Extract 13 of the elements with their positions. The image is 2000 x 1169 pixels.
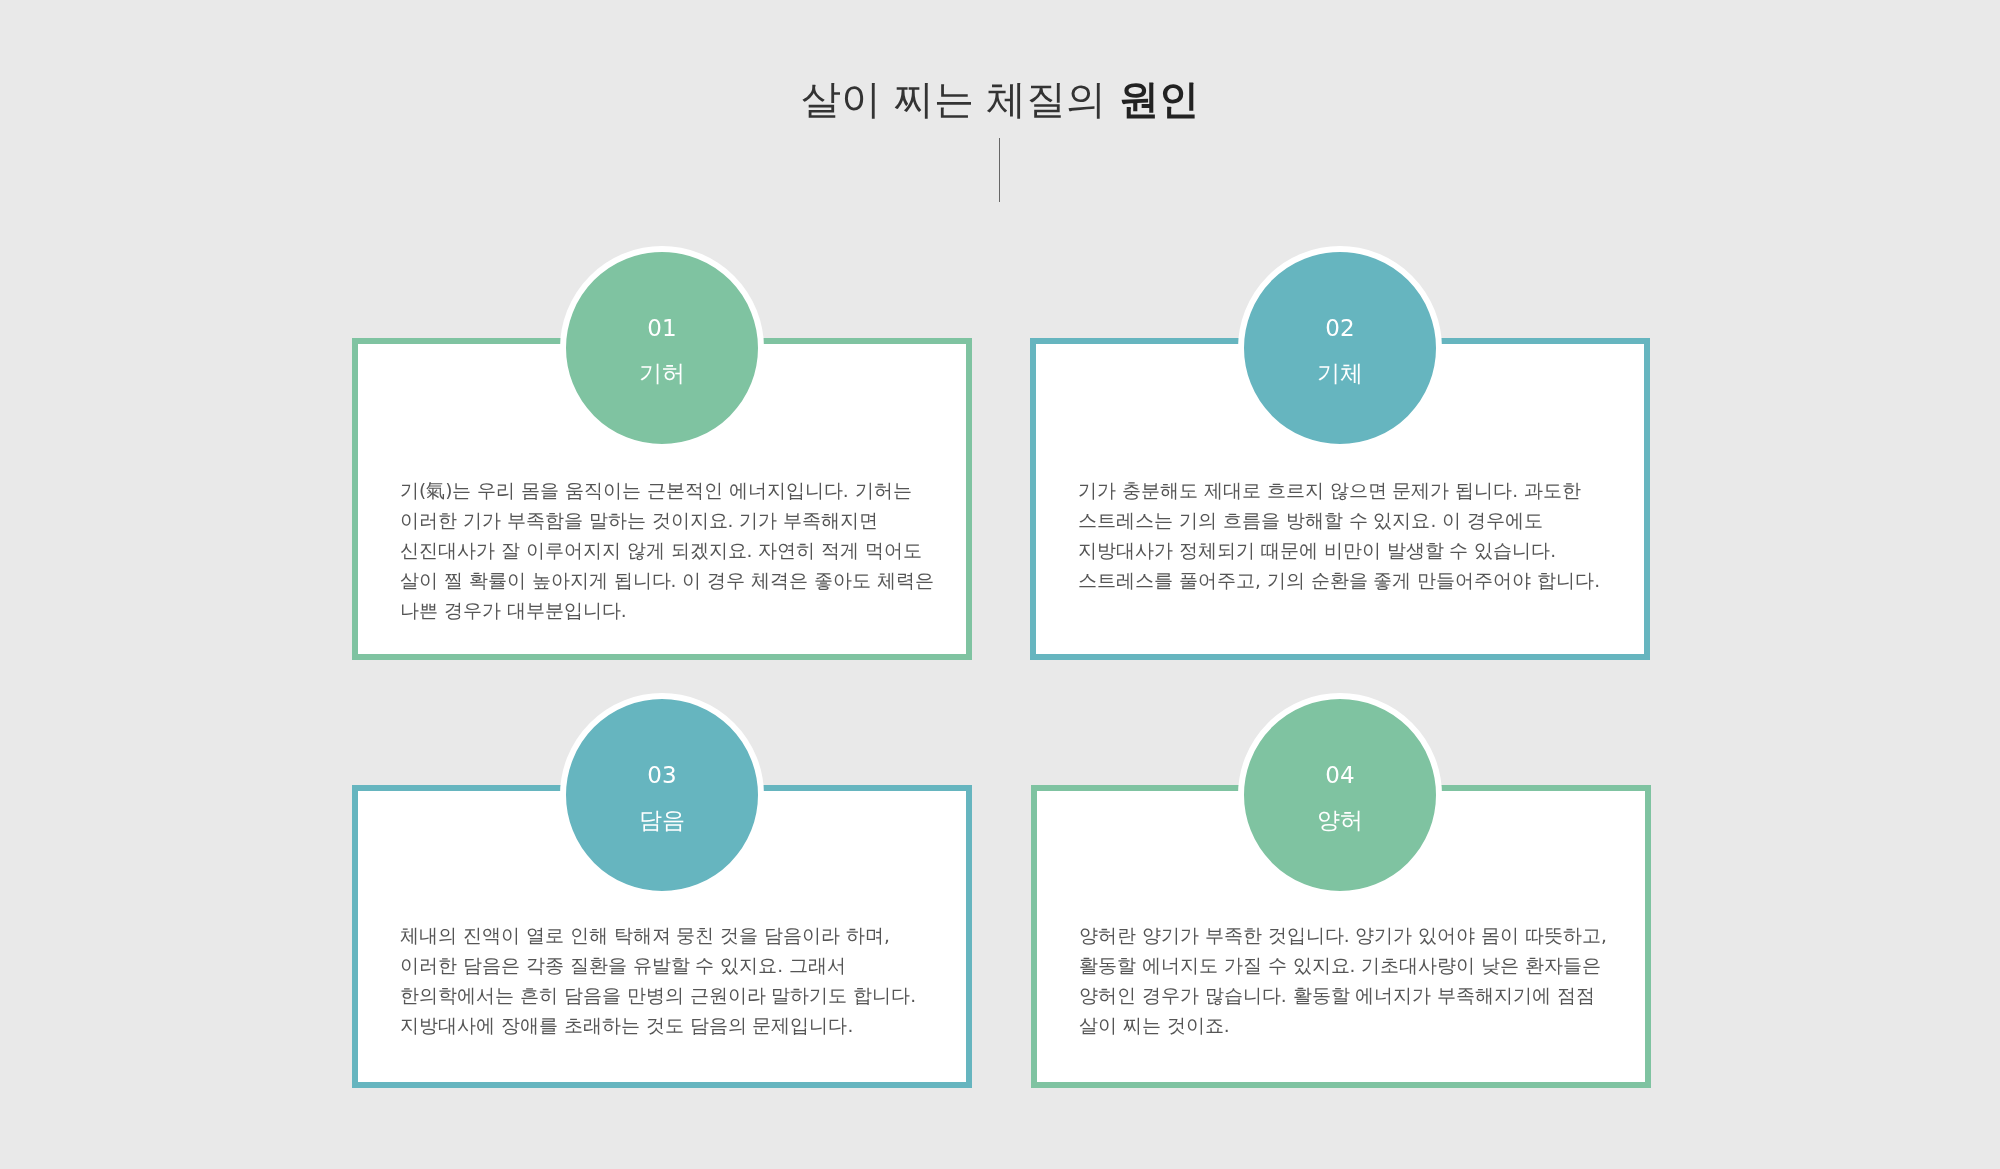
cause-name: 기체 — [1316, 359, 1364, 388]
title: 살이 찌는 체질의 원인 — [799, 75, 1201, 124]
cause-name: 기허 — [638, 359, 686, 388]
cause-name: 양허 — [1316, 806, 1364, 835]
step-number: 02 — [1324, 315, 1356, 341]
step-number: 04 — [1324, 762, 1356, 788]
step-number: 03 — [646, 762, 678, 788]
description-text: 기가 충분해도 제대로 흐르지 않으면 문제가 됩니다. 과도한 스트레스는 기의 흐름을 방해할 수 있지요. 이 경우에도 지방대사가 정체되기 때문에 비만이 발생할 수 있습니다. 스트레스를 풀어주고, 기의 순환을 좋게 만들어주어야 합니다. — [1078, 479, 1602, 593]
description-text: 체내의 진액이 열로 인해 탁해져 뭉친 것을 담음이라 하며, 이러한 담음은 각종 질환을 유발할 수 있지요. 그래서 한의학에서는 흔히 담음을 만병의 근원이라 말하기도 합니다. 지방대사에 장애를 초래하는 것도 담음의 문제입니다. — [400, 924, 918, 1038]
description-text: 양허란 양기가 부족한 것입니다. 양기가 있어야 몸이 따뜻하고, 활동할 에너지도 가질 수 있지요. 기초대사량이 낮은 환자들은 양허인 경우가 많습니다. 활동할 에너지가 부족해지기에 점점 살이 찌는 것이죠. — [1079, 924, 1608, 1038]
cause-name: 담음 — [638, 806, 686, 835]
description-text: 기(氣)는 우리 몸을 움직이는 근본적인 에너지입니다. 기허는 이러한 기가 부족함을 말하는 것이지요. 기가 부족해지면 신진대사가 잘 이루어지지 않게 되겠지요. 자연히 적게 먹어도 살이 찔 확률이 높아지게 됩니다. 이 경우 체격은 좋아도 체력은 나쁜 경우가 대부분입니다. — [400, 479, 935, 623]
step-number: 01 — [646, 315, 678, 341]
